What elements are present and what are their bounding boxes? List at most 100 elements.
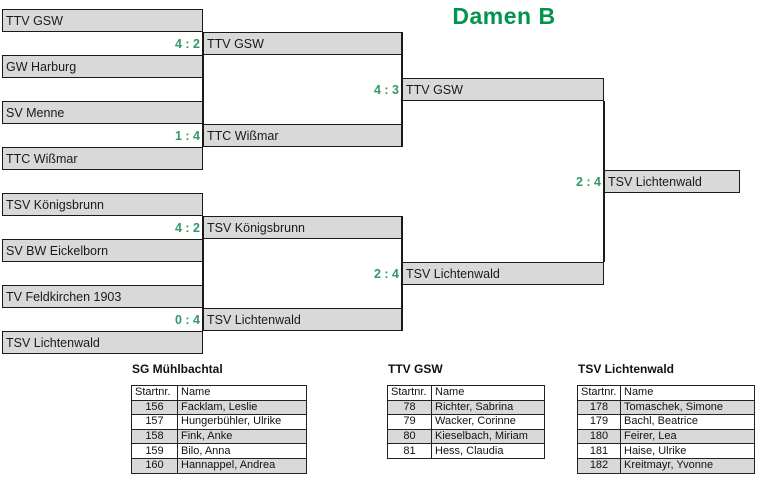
bracket-team-box: TTV GSW bbox=[2, 9, 203, 32]
startnr-cell: 180 bbox=[577, 428, 621, 445]
team-name: GW Harburg bbox=[6, 59, 77, 74]
match-score: 4 : 3 bbox=[373, 82, 399, 97]
bracket-team-box: TTV GSW bbox=[402, 78, 604, 101]
startnr-cell: 79 bbox=[387, 414, 432, 430]
name-cell: Richter, Sabrina bbox=[431, 399, 545, 416]
startnr-cell: 178 bbox=[577, 399, 621, 416]
startnr-cell: 181 bbox=[577, 443, 621, 459]
team-name: TSV Lichtenwald bbox=[6, 335, 100, 350]
bracket-team-box: TTC Wißmar bbox=[2, 147, 203, 170]
name-cell: Facklam, Leslie bbox=[177, 399, 307, 416]
startnr-cell: 157 bbox=[131, 414, 178, 430]
startnr-cell: 182 bbox=[577, 457, 621, 474]
bracket-team-box: TSV Lichtenwald bbox=[402, 262, 604, 285]
col-header-startnr: Startnr. bbox=[577, 385, 621, 401]
match-score: 2 : 4 bbox=[373, 266, 399, 281]
team-name: TTC Wißmar bbox=[207, 128, 279, 143]
roster-header-row: Startnr.Name bbox=[577, 385, 755, 401]
bracket-team-box: TSV Königsbrunn bbox=[2, 193, 203, 216]
bracket-team-box: TSV Lichtenwald bbox=[604, 170, 740, 193]
bracket-connector-line bbox=[202, 32, 204, 147]
name-cell: Wacker, Corinne bbox=[431, 414, 545, 430]
name-cell: Kreitmayr, Yvonne bbox=[620, 457, 755, 474]
name-cell: Hess, Claudia bbox=[431, 443, 545, 459]
match-score: 4 : 2 bbox=[174, 36, 200, 51]
name-cell: Haise, Ulrike bbox=[620, 443, 755, 459]
bracket-team-box: TV Feldkirchen 1903 bbox=[2, 285, 203, 308]
col-header-name: Name bbox=[431, 385, 545, 401]
startnr-cell: 81 bbox=[387, 443, 432, 459]
match-score: 0 : 4 bbox=[174, 312, 200, 327]
name-cell: Feirer, Lea bbox=[620, 428, 755, 445]
roster-header-row: Startnr.Name bbox=[387, 385, 545, 401]
startnr-cell: 159 bbox=[131, 443, 178, 459]
name-cell: Kieselbach, Miriam bbox=[431, 428, 545, 445]
name-cell: Tomaschek, Simone bbox=[620, 399, 755, 416]
bracket-team-box: TSV Lichtenwald bbox=[2, 331, 203, 354]
name-cell: Bilo, Anna bbox=[177, 443, 307, 459]
col-header-name: Name bbox=[620, 385, 755, 401]
team-name: TSV Lichtenwald bbox=[207, 312, 301, 327]
col-header-startnr: Startnr. bbox=[387, 385, 432, 401]
name-cell: Fink, Anke bbox=[177, 428, 307, 445]
team-name: TTV GSW bbox=[406, 82, 463, 97]
team-name: TSV Königsbrunn bbox=[6, 197, 104, 212]
team-name: TV Feldkirchen 1903 bbox=[6, 289, 122, 304]
roster-team-title: TSV Lichtenwald bbox=[578, 362, 675, 376]
team-name: TTV GSW bbox=[207, 36, 264, 51]
col-header-name: Name bbox=[177, 385, 307, 401]
page-title: Damen B bbox=[452, 3, 556, 29]
startnr-cell: 156 bbox=[131, 399, 178, 416]
roster-team-title: TTV GSW bbox=[388, 362, 443, 376]
team-name: SV BW Eickelborn bbox=[6, 243, 109, 258]
team-name: TTC Wißmar bbox=[6, 151, 78, 166]
name-cell: Bachl, Beatrice bbox=[620, 414, 755, 430]
col-header-startnr: Startnr. bbox=[131, 385, 178, 401]
bracket-team-box: GW Harburg bbox=[2, 55, 203, 78]
team-name: SV Menne bbox=[6, 105, 65, 120]
bracket-team-box: SV Menne bbox=[2, 101, 203, 124]
team-name: TSV Lichtenwald bbox=[608, 174, 702, 189]
team-name: TSV Lichtenwald bbox=[406, 266, 500, 281]
bracket-connector-line bbox=[202, 216, 204, 331]
startnr-cell: 179 bbox=[577, 414, 621, 430]
startnr-cell: 78 bbox=[387, 399, 432, 416]
startnr-cell: 160 bbox=[131, 457, 178, 474]
startnr-cell: 158 bbox=[131, 428, 178, 445]
bracket-team-box: SV BW Eickelborn bbox=[2, 239, 203, 262]
bracket-team-box: TTC Wißmar bbox=[203, 124, 402, 147]
name-cell: Hungerbühler, Ulrike bbox=[177, 414, 307, 430]
bracket-team-box: TTV GSW bbox=[203, 32, 402, 55]
team-name: TSV Königsbrunn bbox=[207, 220, 305, 235]
startnr-cell: 80 bbox=[387, 428, 432, 445]
match-score: 1 : 4 bbox=[174, 128, 200, 143]
name-cell: Hannappel, Andrea bbox=[177, 457, 307, 474]
match-score: 2 : 4 bbox=[575, 174, 601, 189]
match-score: 4 : 2 bbox=[174, 220, 200, 235]
roster-header-row: Startnr.Name bbox=[131, 385, 307, 401]
roster-team-title: SG Mühlbachtal bbox=[132, 362, 223, 376]
bracket-team-box: TSV Königsbrunn bbox=[203, 216, 402, 239]
bracket-team-box: TSV Lichtenwald bbox=[203, 308, 402, 331]
